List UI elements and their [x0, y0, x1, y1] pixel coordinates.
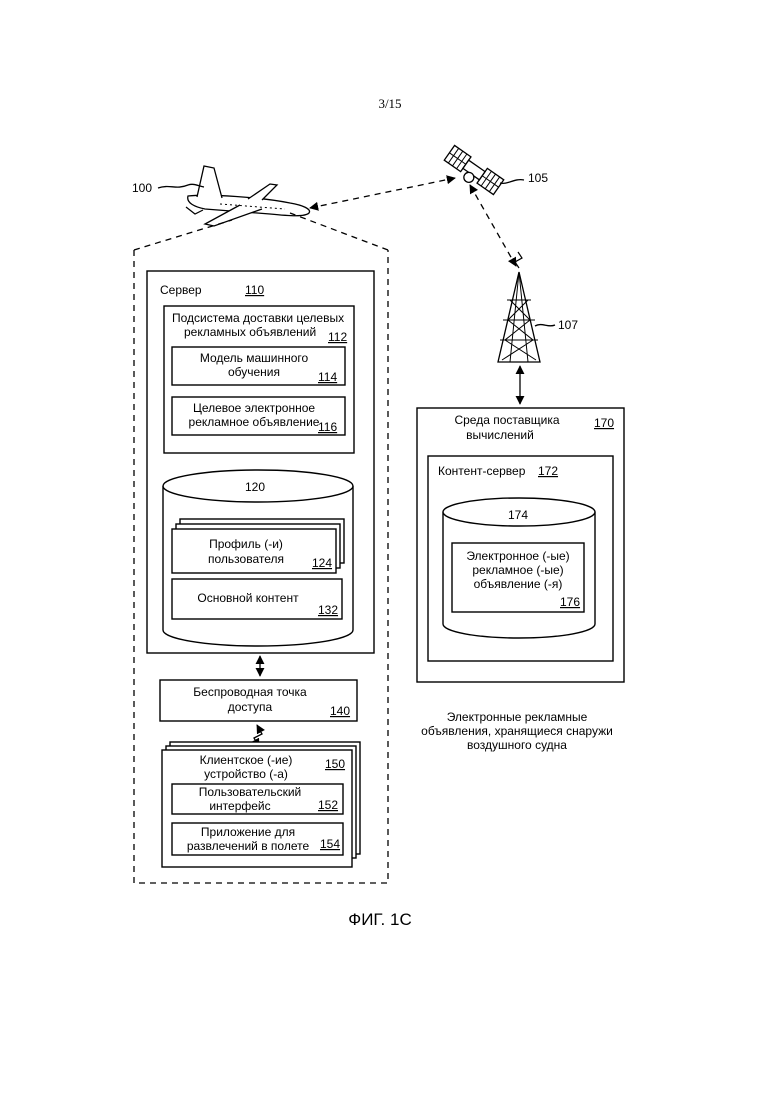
targeted-ad-ref: 116 [318, 420, 337, 434]
ife-app-line1: Приложение для [201, 825, 295, 839]
compute-env-line2: вычислений [466, 428, 534, 442]
wireless-ap-ref: 140 [330, 704, 350, 718]
client-devices-line1: Клиентское (-ие) [200, 753, 293, 767]
aircraft-icon [186, 166, 310, 226]
offboard-note-line1: Электронные рекламные [447, 710, 588, 724]
ad-subsystem-ref: 112 [328, 330, 347, 344]
aircraft-leader-line [158, 184, 204, 188]
tower-leader-line [535, 325, 555, 326]
content-server-ref: 172 [538, 464, 558, 478]
targeted-ad-line1: Целевое электронное [193, 401, 315, 415]
satellite-icon [441, 145, 503, 198]
page-number: 3/15 [378, 96, 401, 111]
ml-model-line1: Модель машинного [200, 351, 309, 365]
ad-subsystem-line1: Подсистема доставки целевых [172, 311, 344, 325]
content-store-ref: 174 [508, 508, 528, 522]
ads-ref: 176 [560, 595, 580, 609]
compute-env-line1: Среда поставщика [454, 413, 559, 427]
ife-app-line2: развлечений в полете [187, 839, 310, 853]
cell-tower-icon [498, 252, 540, 362]
figure-caption: ФИГ. 1С [348, 910, 411, 929]
datastore-ref: 120 [245, 480, 265, 494]
client-devices-ref: 150 [325, 757, 345, 771]
aircraft-satellite-link [310, 178, 455, 208]
tower-ref: 107 [558, 318, 578, 332]
satellite-tower-link [470, 185, 516, 266]
main-content-ref: 132 [318, 603, 338, 617]
ml-model-line2: обучения [228, 365, 280, 379]
ads-line2: рекламное (-ые) [472, 563, 563, 577]
targeted-ad-line2: рекламное объявление [189, 415, 320, 429]
ads-line3: объявление (-я) [474, 577, 563, 591]
ml-model-ref: 114 [318, 370, 337, 384]
aircraft-boundary-right-edge [290, 213, 388, 250]
server-label: Сервер [160, 283, 202, 297]
aircraft-ref: 100 [132, 181, 152, 195]
user-profiles-ref: 124 [312, 556, 332, 570]
user-interface-line1: Пользовательский [199, 785, 302, 799]
wireless-ap-line2: доступа [228, 700, 273, 714]
compute-env-ref: 170 [594, 416, 614, 430]
main-content-label: Основной контент [197, 591, 299, 605]
offboard-note-line3: воздушного судна [467, 738, 567, 752]
user-interface-line2: интерфейс [209, 799, 270, 813]
ad-subsystem-line2: рекламных объявлений [184, 325, 316, 339]
client-devices-line2: устройство (-а) [204, 767, 288, 781]
user-profiles-line2: пользователя [208, 552, 284, 566]
user-profiles-line1: Профиль (-и) [209, 537, 283, 551]
ads-line1: Электронное (-ые) [466, 549, 569, 563]
offboard-note-line2: объявления, хранящиеся снаружи [421, 724, 613, 738]
user-interface-ref: 152 [318, 798, 338, 812]
wireless-ap-line1: Беспроводная точка [193, 685, 307, 699]
server-ref: 110 [245, 283, 264, 297]
ife-app-ref: 154 [320, 837, 340, 851]
content-server-label: Контент-сервер [438, 464, 526, 478]
satellite-ref: 105 [528, 171, 548, 185]
